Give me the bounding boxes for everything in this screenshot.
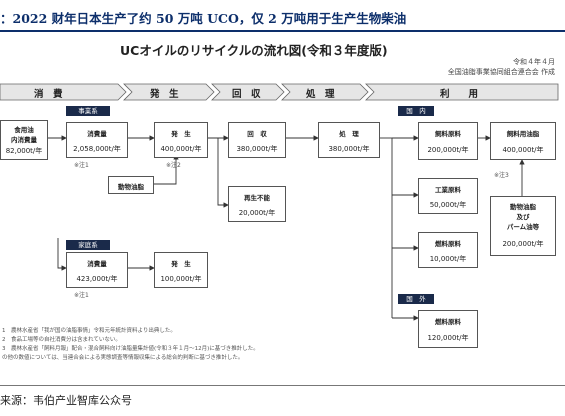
node-fuel-material-overseas-label: 燃料原料 [435,318,461,326]
node-unrecyclable-value: 20,000t/年 [238,209,276,217]
node-feed-material-value: 200,000t/年 [427,146,469,154]
stage-consumption: 消 費 [34,89,63,100]
node-consumption-household-label: 消費量 [87,260,107,268]
note-consumption-household: ※注1 [74,292,89,299]
stage-processing: 処 理 [306,89,335,100]
tag-overseas: 国 外 [398,294,434,304]
node-generation-business-value: 400,000t/年 [160,145,202,153]
node-animal-fat: 動物油脂 [108,176,154,194]
source-divider [0,385,565,386]
node-consumption-household: 消費量 423,000t/年 [66,252,128,288]
node-consumption-business-label: 消費量 [87,130,107,138]
footnote-1: 1 農林水産省「我が国の油脂事情」令和元年統計資料より出典した。 [2,328,176,334]
node-processing-value: 380,000t/年 [328,145,370,153]
node-animal-fat-palm-oil-label-3: パーム油等 [506,223,540,231]
note-feed-fat: ※注3 [494,172,509,179]
tag-household: 家庭系 [66,240,110,250]
node-food-oil: 食用油 内消費量 82,000t/年 [0,120,48,160]
stage-collection: 回 収 [232,89,261,100]
note-generation-business: ※注2 [166,162,181,169]
source-note: 来源：韦伯产业智库公众号 [0,394,132,407]
node-generation-business-label: 発 生 [171,130,191,138]
node-fuel-material-domestic-label: 燃料原料 [435,240,461,248]
caption-divider [0,30,565,32]
node-food-oil-label-2: 内消費量 [11,136,37,144]
stage-band [0,83,559,101]
node-feed-fat: 飼料用油脂 400,000t/年 [490,122,556,160]
footnote-4: の他の数値については、当連合会による実態調査等情報収集による総合的判断に基づき推… [2,355,244,361]
node-collection-value: 380,000t/年 [236,145,278,153]
note-consumption-business: ※注1 [74,162,89,169]
node-feed-material-label: 飼料原料 [435,130,461,138]
node-food-oil-value: 82,000t/年 [5,147,43,155]
node-fuel-material-domestic-value: 10,000t/年 [429,255,467,263]
node-animal-fat-palm-oil: 動物油脂 及び パーム油等 200,000t/年 [490,196,556,256]
node-animal-fat-palm-oil-label-2: 及び [516,213,530,221]
node-unrecyclable: 再生不能 20,000t/年 [228,186,286,222]
node-fuel-material-overseas: 燃料原料 120,000t/年 [418,310,478,348]
tag-business: 事業系 [66,106,110,116]
figure-caption: ：2022 财年日本生产了约 50 万吨 UCO，仅 2 万吨用于生产生物柴油 [0,11,407,26]
node-processing-label: 処 理 [339,130,359,138]
node-feed-fat-value: 400,000t/年 [502,146,544,154]
stage-utilization: 利 用 [440,89,479,100]
node-industrial-material: 工業原料 50,000t/年 [418,178,478,214]
node-generation-household: 発 生 100,000t/年 [154,252,208,288]
node-fuel-material-domestic: 燃料原料 10,000t/年 [418,232,478,268]
diagram-date: 令和４年４月 [513,58,555,66]
node-feed-material: 飼料原料 200,000t/年 [418,122,478,160]
stage-generation: 発 生 [150,89,179,100]
node-food-oil-label-1: 食用油 [14,126,34,134]
diagram-title: UCオイルのリサイクルの流れ図(令和３年度版) [120,43,388,58]
node-consumption-business: 消費量 2,058,000t/年 [66,122,128,158]
node-animal-fat-palm-oil-value: 200,000t/年 [502,240,544,248]
node-animal-fat-label: 動物油脂 [118,183,144,191]
node-consumption-business-value: 2,058,000t/年 [73,145,121,153]
node-fuel-material-overseas-value: 120,000t/年 [427,334,469,342]
footnote-3: 3 農林水産省「飼料月報」配合・混合飼料向け油脂量集計値(令和３年１月〜12月)… [2,346,259,352]
diagram-organization: 全国油脂事業協同組合連合会 作成 [447,68,555,76]
node-animal-fat-palm-oil-label-1: 動物油脂 [510,203,536,211]
node-industrial-material-label: 工業原料 [435,186,461,194]
node-unrecyclable-label: 再生不能 [244,194,270,202]
node-collection-label: 回 収 [247,130,267,138]
node-consumption-household-value: 423,000t/年 [76,275,118,283]
node-processing: 処 理 380,000t/年 [318,122,380,158]
tag-domestic: 国 内 [398,106,434,116]
node-generation-household-label: 発 生 [171,260,191,268]
node-generation-business: 発 生 400,000t/年 [154,122,208,158]
node-feed-fat-label: 飼料用油脂 [506,130,540,138]
node-industrial-material-value: 50,000t/年 [429,201,467,209]
node-collection: 回 収 380,000t/年 [228,122,286,158]
node-generation-household-value: 100,000t/年 [160,275,202,283]
footnote-2: 2 食品工場等の自社消費分は含まれていない。 [2,337,121,343]
